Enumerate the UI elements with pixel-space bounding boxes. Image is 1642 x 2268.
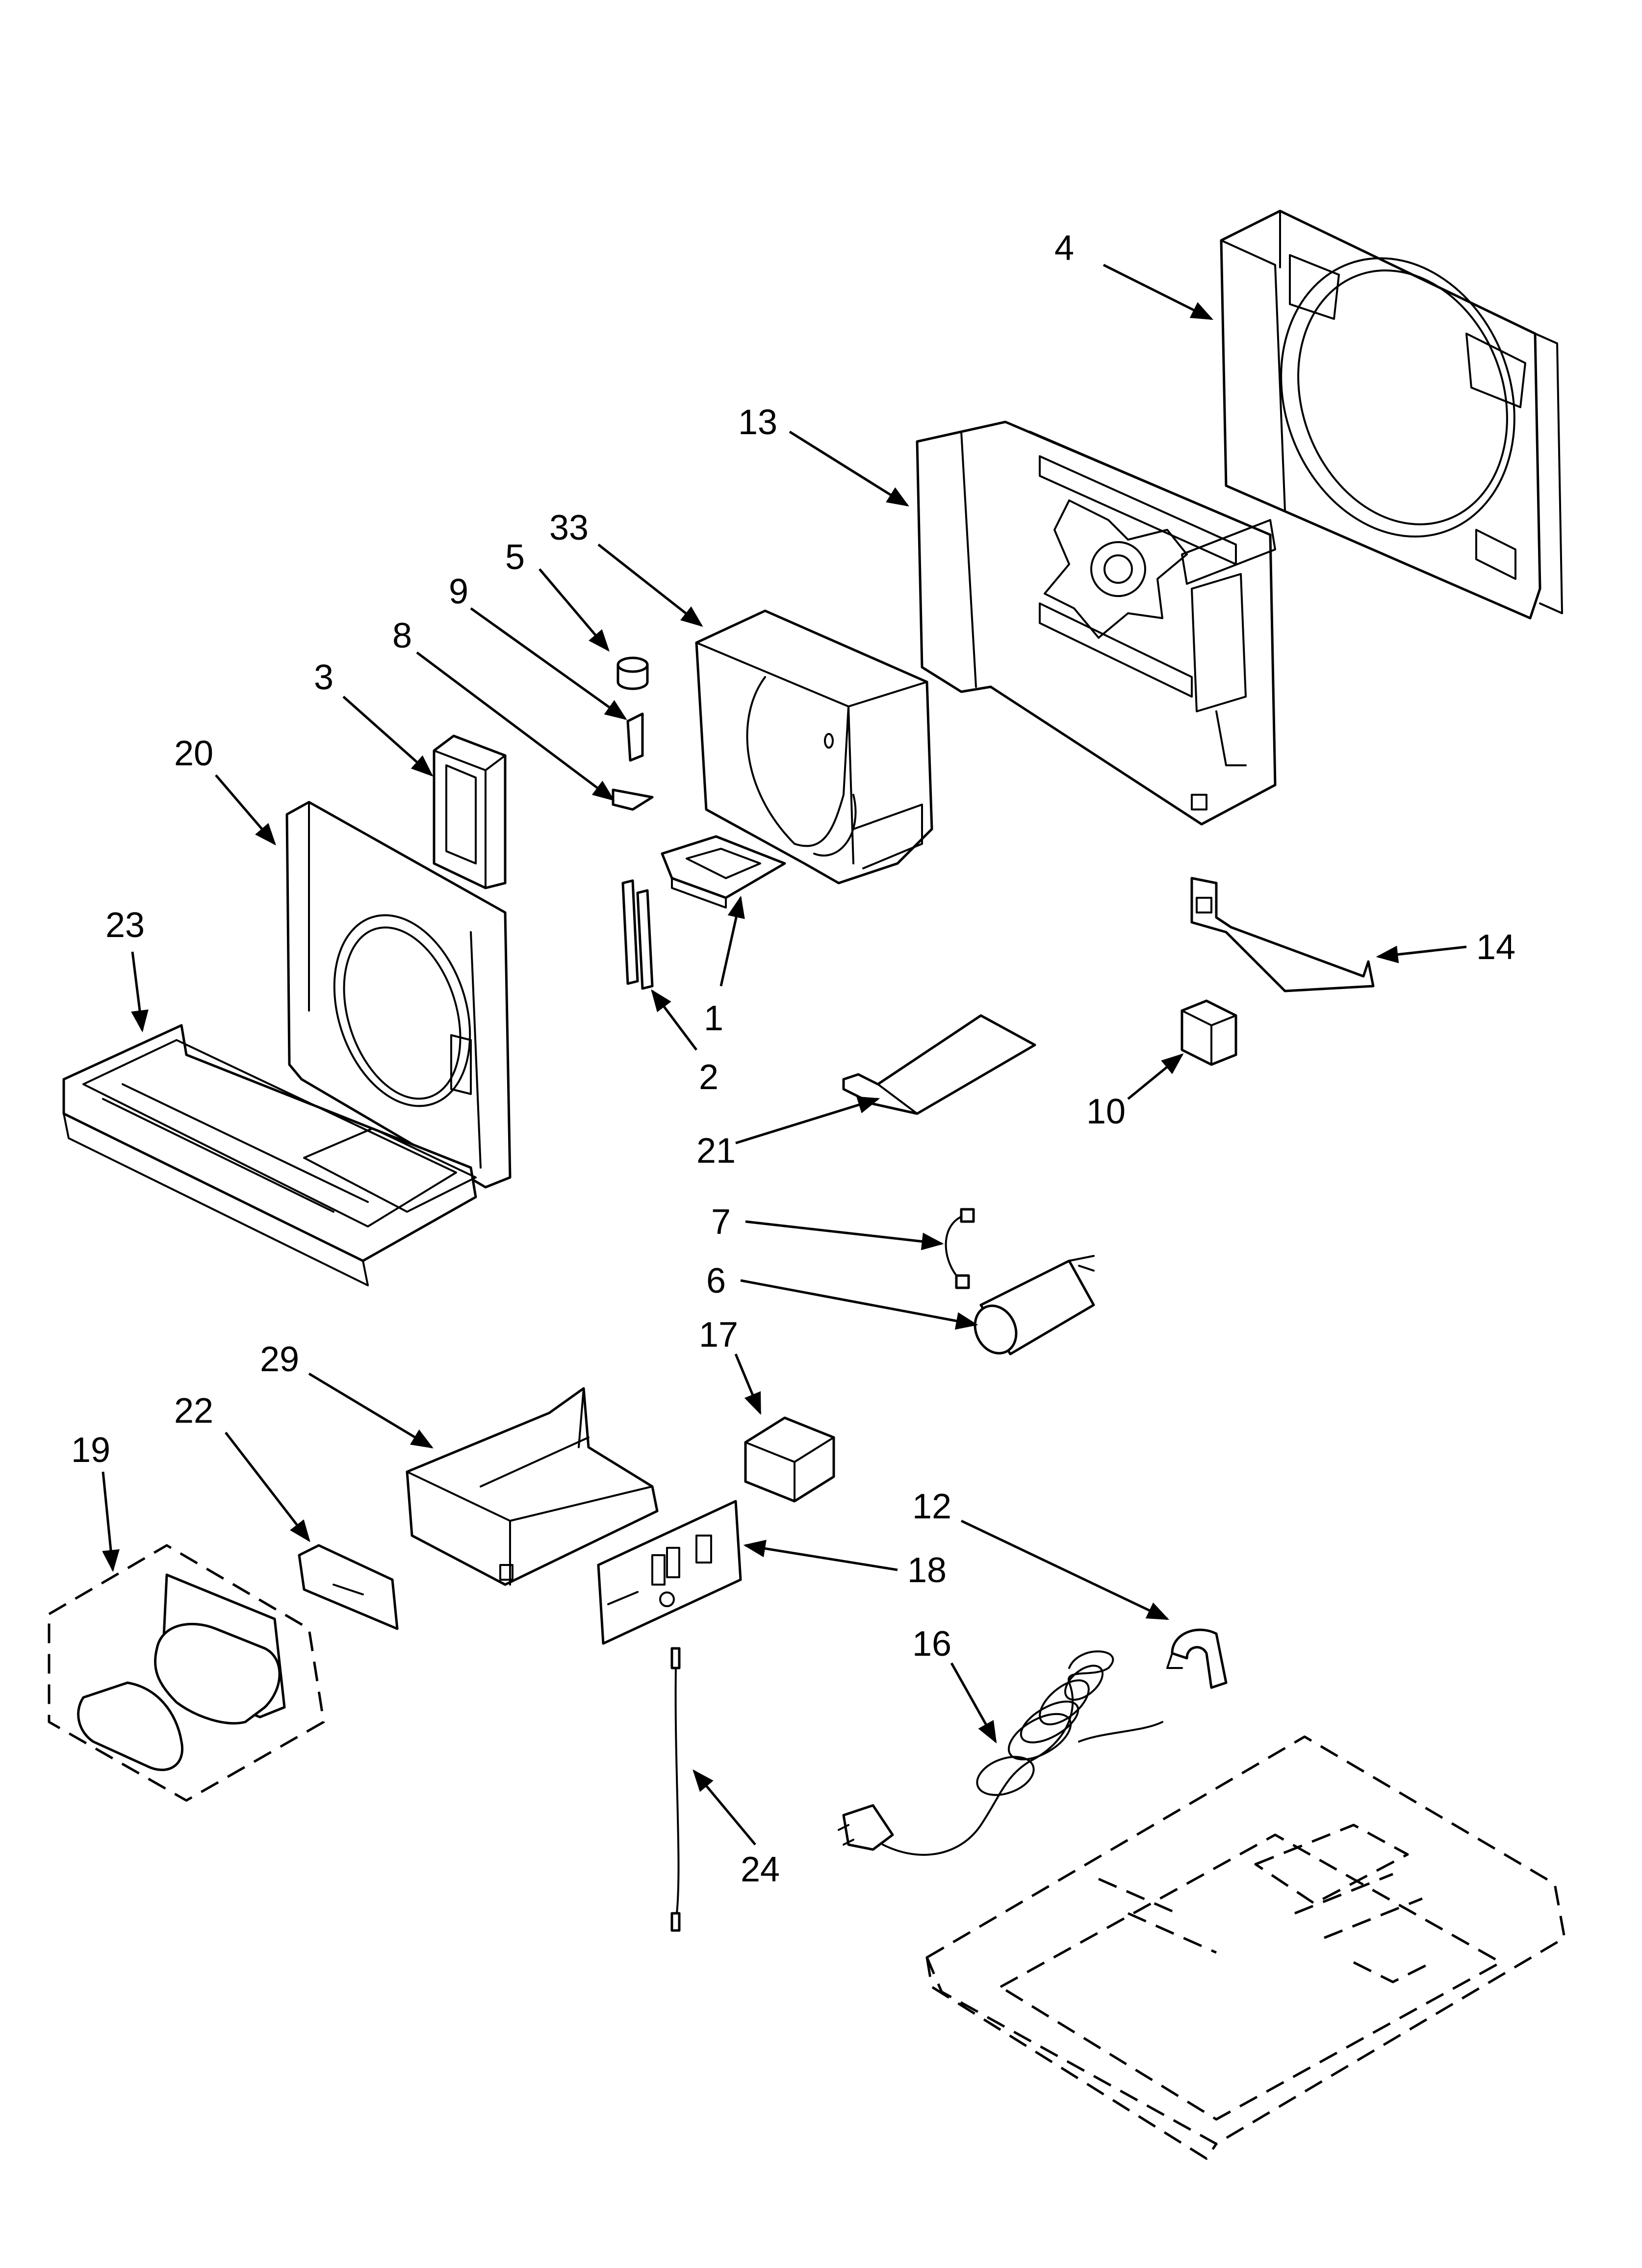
- base-chassis-dashed: [925, 1735, 1566, 2160]
- part-21-cover: [842, 1014, 1036, 1115]
- callout-8: 8: [392, 616, 412, 655]
- callout-21: 21: [696, 1131, 736, 1171]
- callout-18: 18: [907, 1551, 947, 1590]
- callout-13: 13: [738, 403, 777, 442]
- callout-17: 17: [699, 1315, 738, 1355]
- part-1-bracket: [661, 835, 786, 909]
- part-4-shroud: [1220, 209, 1563, 620]
- callout-24: 24: [741, 1850, 780, 1889]
- callout-2: 2: [699, 1058, 718, 1097]
- callout-19: 19: [71, 1431, 110, 1470]
- part-13-bracket: [916, 420, 1277, 826]
- callout-9: 9: [449, 572, 468, 611]
- part-7-strap: [945, 1208, 975, 1289]
- part-22-panel: [298, 1544, 399, 1630]
- part-10-block: [1180, 999, 1237, 1066]
- part-14-bracket: [1190, 877, 1375, 992]
- callout-4: 4: [1054, 229, 1074, 268]
- callout-1: 1: [704, 999, 723, 1038]
- part-5-cylinder: [616, 656, 649, 690]
- callout-23: 23: [105, 906, 145, 945]
- part-16-power-cord: [838, 1650, 1163, 1856]
- part-29-control-box: [406, 1387, 659, 1586]
- callout-29: 29: [260, 1340, 299, 1379]
- callout-3: 3: [314, 658, 334, 697]
- part-17-box: [744, 1416, 835, 1503]
- callout-6: 6: [706, 1261, 726, 1301]
- part-8-bracket: [612, 788, 654, 811]
- part-33-blower-housing: [695, 609, 933, 885]
- callout-5: 5: [505, 538, 525, 577]
- callout-14: 14: [1476, 928, 1515, 967]
- part-19-knob-assembly: [48, 1544, 325, 1802]
- callout-33: 33: [549, 508, 589, 547]
- part-23-base-pan: [62, 1024, 477, 1286]
- leader-lines: [102, 263, 1467, 1846]
- callout-12: 12: [912, 1487, 951, 1526]
- part-18-circuit-board: [597, 1500, 742, 1645]
- callout-16: 16: [912, 1624, 951, 1664]
- part-20-panel: [285, 801, 512, 1189]
- part-3-channel: [433, 734, 507, 889]
- part-9-clip: [626, 712, 644, 762]
- part-6-capacitor: [974, 1255, 1095, 1356]
- callout-20: 20: [174, 734, 213, 773]
- callout-labels: 4 13 33 5 9 8 3 20 23 1 2 14 10 21 7 6 1…: [71, 229, 1515, 1889]
- part-24-wire: [670, 1647, 681, 1932]
- callout-7: 7: [711, 1202, 731, 1242]
- callout-10: 10: [1086, 1092, 1126, 1131]
- part-12-clamp: [1166, 1628, 1228, 1689]
- callout-22: 22: [174, 1391, 213, 1431]
- part-2-strips: [621, 879, 654, 990]
